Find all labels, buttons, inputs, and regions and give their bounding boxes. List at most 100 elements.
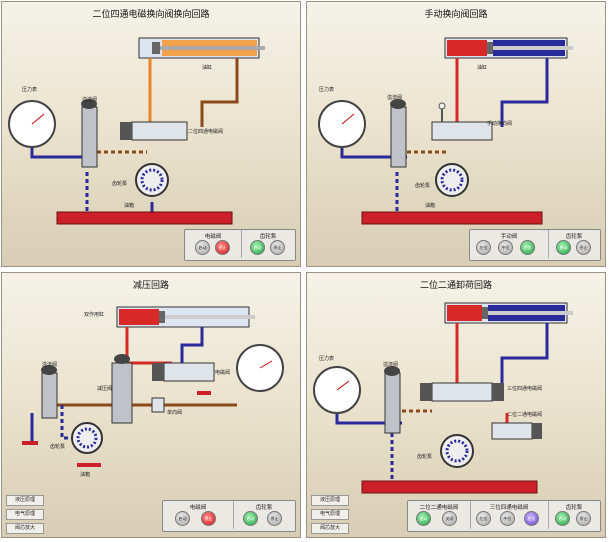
group-four-way-valve: 三位四通电磁阀 左位 中位 右位 [470,501,549,529]
pump-stop-button[interactable]: 停止 [576,511,591,526]
label-pump: 齿轮泵 [112,181,128,187]
group-pump: 齿轮泵 启动 停止 [548,501,600,529]
label-reducer: 减压阀 [97,386,113,392]
manual-right-button[interactable]: 右位 [520,240,535,255]
pipe-gauge [335,413,402,425]
manual-left-button[interactable]: 左位 [476,240,491,255]
group-manual-valve: 手动阀 左位 中位 右位 [470,230,549,258]
oil-tank [361,480,538,494]
label-tank: 油箱 [124,203,135,209]
group-label: 电磁阀 [189,505,207,511]
label-valve: 二位四通电磁阀 [188,129,224,135]
pump-stop-button[interactable]: 停止 [270,240,285,255]
cylinder-oil-left [119,309,159,325]
solenoid-start-button[interactable]: 启动 [195,240,210,255]
solenoid-stop-button[interactable]: 停止 [201,511,216,526]
control-panel: 电磁阀 启动 停止 齿轮泵 启动 停止 [162,500,296,532]
relief-valve [41,372,58,419]
four-way-right-button[interactable]: 右位 [524,511,539,526]
control-panel: 电磁阀 启动 停止 齿轮泵 启动 停止 [184,229,296,261]
pump-stop-button[interactable]: 停止 [267,511,282,526]
solenoid-coil [120,122,132,140]
solenoid-coil [152,363,164,381]
group-label: 齿轮泵 [259,234,277,240]
pump-start-button[interactable]: 启动 [556,240,571,255]
pump-start-button[interactable]: 启动 [243,511,258,526]
hydraulic-schematic [8,37,265,225]
piston-rod [160,46,265,50]
hydraulic-schematic [313,302,573,494]
label-pump: 齿轮泵 [417,454,433,460]
label-relief: 溢流阀 [42,362,58,368]
panel-manual-reversing-circuit: 手动换向阀回路 压力表 溢流阀 油缸 手动换向阀 齿轮泵 油箱 手动阀 左位 中… [306,1,606,267]
check-valve [151,397,165,413]
pipe-b [180,327,204,363]
label-relief: 溢流阀 [387,95,403,101]
group-label: 齿轮泵 [255,505,273,511]
group-pump: 齿轮泵 启动 停止 [233,501,295,529]
group-label: 电磁阀 [204,234,222,240]
relief-knob [384,366,400,376]
solenoid-stop-button[interactable]: 停止 [215,240,230,255]
four-way-center-button[interactable]: 中位 [500,511,515,526]
two-way-close-button[interactable]: 关闭 [442,511,457,526]
group-pump: 齿轮泵 启动 停止 [241,230,295,258]
hydraulic-principle-button[interactable]: 液压原理 [6,495,44,506]
three-position-valve [431,382,493,402]
hydraulic-schematic [22,306,284,467]
pump-start-button[interactable]: 启动 [555,511,570,526]
piston-rod [493,46,573,50]
label-gauge: 压力表 [319,356,335,362]
oil-tank [361,211,543,225]
solenoid-valve [163,362,215,382]
pipe-a [125,327,172,365]
panel-unloading-circuit: 二位二通卸荷回路 压力表 溢流阀 三位四通电磁阀 二位二通电磁阀 齿轮泵 液压原… [306,272,606,538]
label-valve2: 二位二通电磁阀 [507,412,543,418]
piston-rod [165,315,255,319]
group-solenoid: 电磁阀 启动 停止 [163,501,234,529]
label-pump: 齿轮泵 [415,183,431,189]
label-cylinder: 油缸 [202,65,213,71]
pipe-b [500,58,549,127]
spool-zoom-button[interactable]: 阀芯放大 [6,523,44,534]
pipe-gauge [340,148,407,159]
two-position-valve [491,422,533,440]
group-label: 手动阀 [500,234,518,240]
pump-start-button[interactable]: 启动 [250,240,265,255]
label-valve: 手动换向阀 [487,121,513,127]
electrical-principle-button[interactable]: 电气原理 [311,509,349,520]
piston-rod [488,311,573,315]
electrical-principle-button[interactable]: 电气原理 [6,509,44,520]
piston [487,42,493,54]
pump-stop-button[interactable]: 停止 [576,240,591,255]
relief-knob [41,365,57,375]
piston [482,307,488,319]
two-way-start-button[interactable]: 启动 [416,511,431,526]
group-solenoid: 电磁阀 启动 停止 [185,230,242,258]
spool-zoom-button[interactable]: 阀芯放大 [311,523,349,534]
group-label: 三位四通电磁阀 [489,505,529,511]
cylinder-oil-left [447,305,482,321]
label-cylinder: 双作用缸 [84,312,105,318]
gauge-needle [31,113,45,125]
solenoid-coil [532,423,542,439]
label-cylinder: 油缸 [477,65,488,71]
manual-center-button[interactable]: 中位 [498,240,513,255]
solenoid-coil [492,383,504,401]
label-gauge: 压力表 [22,87,38,93]
label-tank: 油箱 [425,203,436,209]
gauge-needle [259,360,273,369]
label-gauge: 压力表 [319,87,335,93]
gauge-needle [336,380,350,391]
panel-title: 减压回路 [132,281,169,291]
four-way-left-button[interactable]: 左位 [476,511,491,526]
piston [152,42,160,54]
panel-solenoid-reversing-circuit: 二位四通电磁换向阀换向回路 压力表 溢流阀 油缸 二位四通电磁阀 齿轮泵 油箱 [1,1,301,267]
hydraulic-principle-button[interactable]: 液压原理 [311,495,349,506]
relief-valve [81,106,98,168]
tank-symbol [22,441,38,445]
pipe-b [200,58,239,127]
gear-pump [440,434,474,468]
oil-tank [56,211,233,225]
solenoid-start-button[interactable]: 启动 [175,511,190,526]
